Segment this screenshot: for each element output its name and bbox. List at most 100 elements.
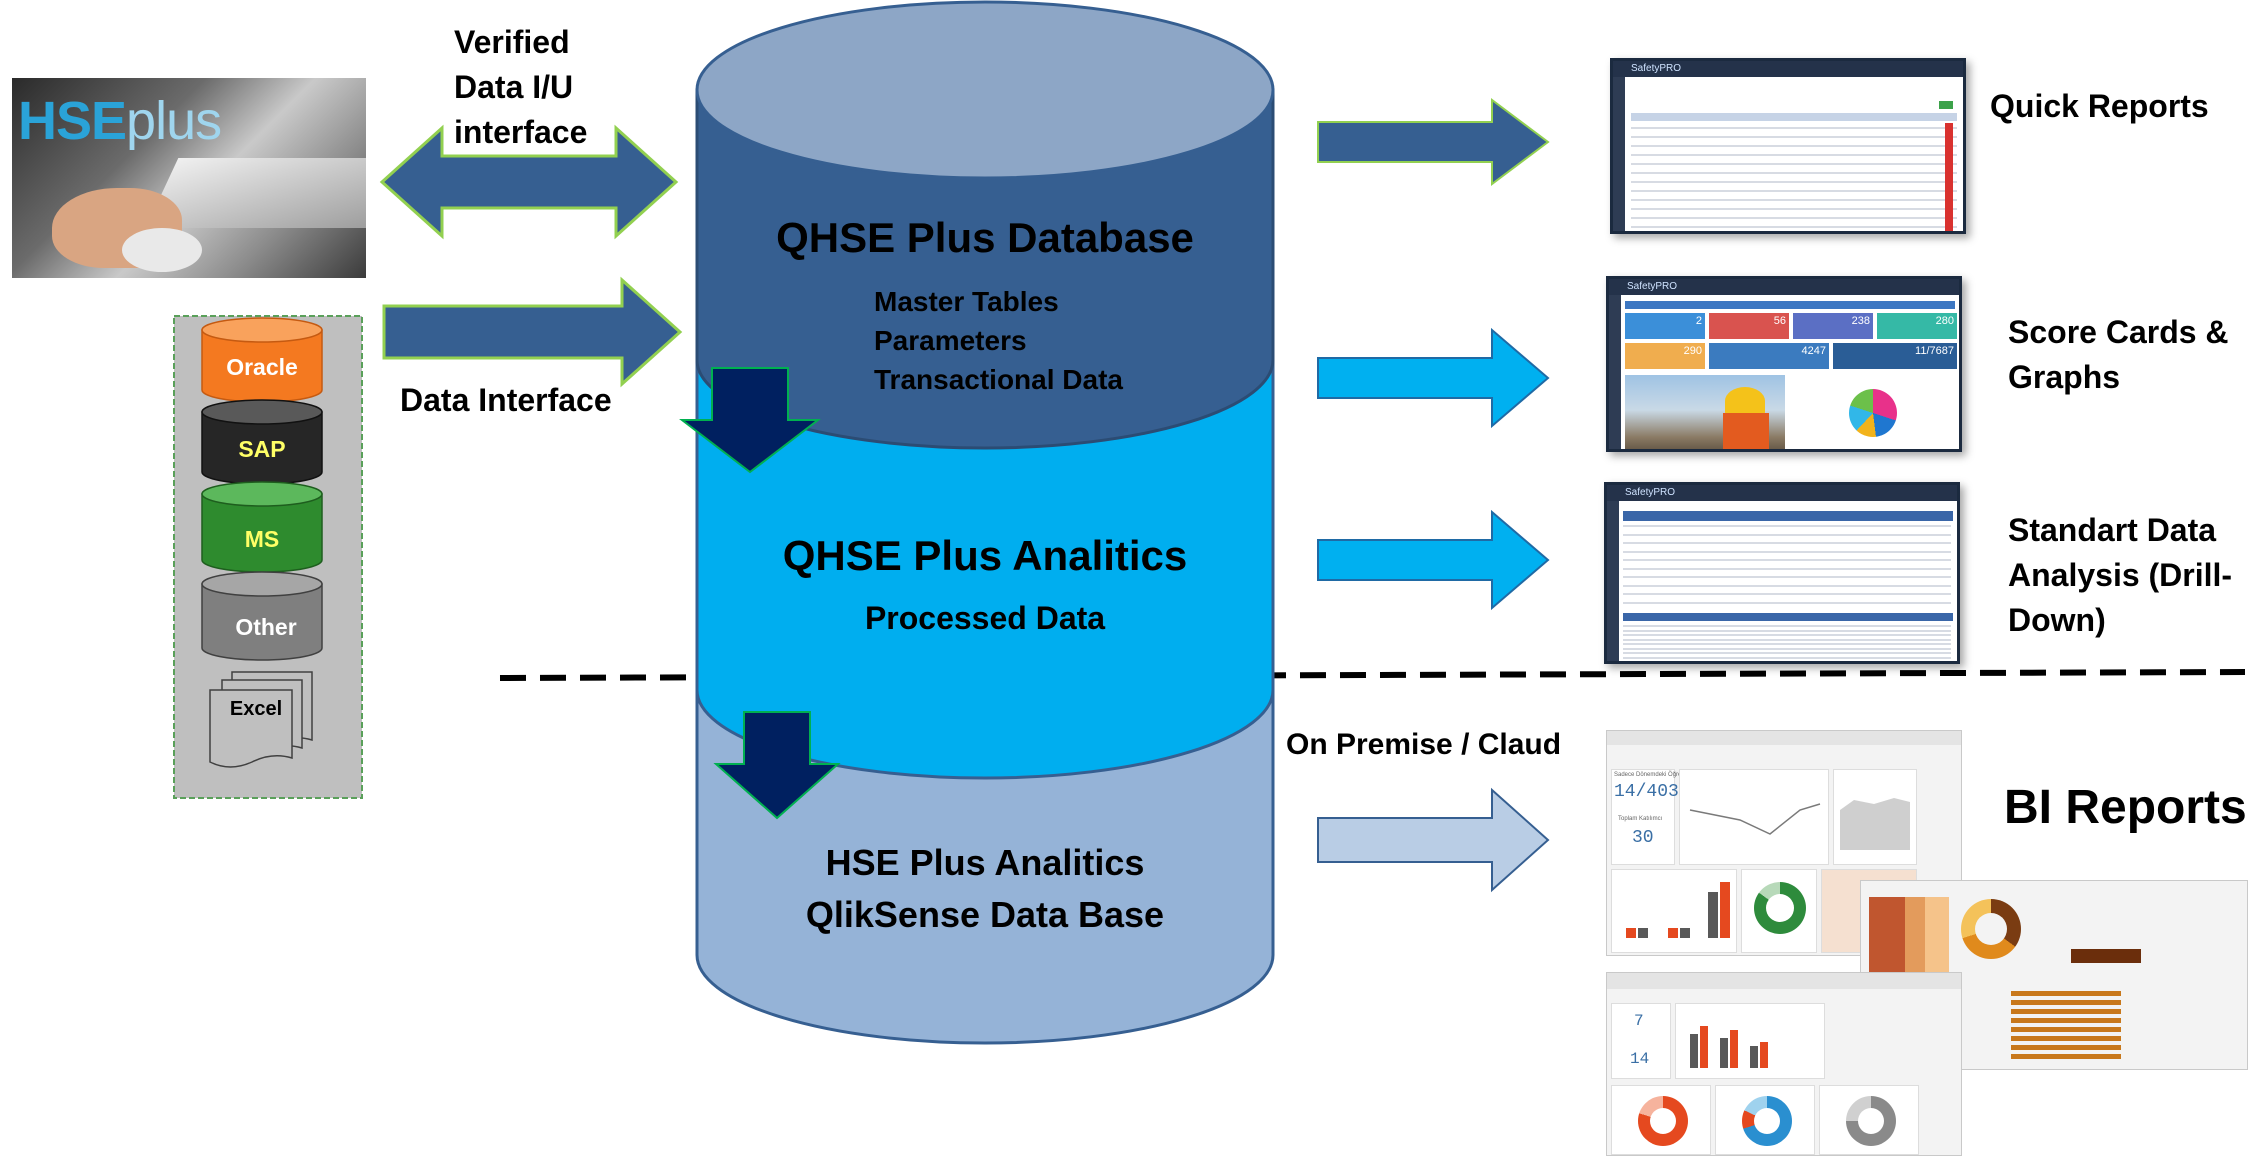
score-value-6: 4247 — [1801, 345, 1826, 357]
analysis-row — [1623, 584, 1951, 587]
analysis-row — [1623, 656, 1951, 659]
report-row — [1631, 217, 1957, 219]
sap-cylinder-shape — [201, 399, 323, 485]
bi-donut-gray-panel — [1819, 1085, 1919, 1155]
excel-label: Excel — [229, 698, 283, 720]
verified-label-line-1: Verified — [454, 24, 570, 60]
score-card-4: 280 — [1877, 313, 1957, 339]
bi-line-chart-icon — [1689, 803, 1821, 835]
score-value-7: 11/7687 — [1915, 345, 1954, 357]
bi-line-chart-panel — [1679, 769, 1829, 865]
bi-reports-arrow — [1317, 787, 1550, 893]
quick-reports-screenshot: SafetyPRO — [1610, 58, 1966, 234]
verified-label-line-3: interface — [454, 114, 588, 150]
bi-treemap-icon — [1869, 897, 1949, 981]
logo-hse: HSE — [18, 91, 127, 151]
app-brand: SafetyPRO — [1625, 487, 1676, 498]
grid-header-1 — [1623, 511, 1953, 521]
bi-area-chart-panel — [1833, 769, 1917, 865]
helmet-shape — [1725, 387, 1765, 415]
score-value-2: 56 — [1773, 315, 1786, 327]
score-card-2: 56 — [1709, 313, 1789, 339]
report-row — [1631, 226, 1957, 228]
vest-shape — [1723, 413, 1769, 449]
analysis-row — [1623, 638, 1951, 641]
delete-icon — [1945, 168, 1953, 177]
analysis-row — [1623, 661, 1951, 663]
report-row — [1631, 190, 1957, 192]
bi-bar-chart-panel — [1611, 869, 1737, 953]
data-interface-label: Data Interface — [400, 382, 612, 418]
standart-label-1: Standart Data — [2008, 512, 2217, 548]
app-sidebar — [1609, 295, 1621, 449]
app-header-bar: SafetyPRO — [1609, 279, 1959, 295]
bi-donut-blue-hole — [1754, 1108, 1780, 1134]
bi-toolbar-3 — [1607, 973, 1961, 989]
score-value-4: 280 — [1935, 315, 1954, 327]
bi-hbar-icon — [2071, 949, 2141, 963]
oracle-cylinder-shape — [201, 317, 323, 403]
score-title-bar — [1625, 301, 1955, 309]
standart-analysis-screenshot: SafetyPRO — [1604, 482, 1960, 664]
bi-donut-gray-hole — [1858, 1108, 1884, 1134]
analysis-row — [1623, 576, 1951, 578]
add-button-icon — [1939, 101, 1953, 109]
report-row — [1631, 172, 1957, 174]
bi-hbars-2 — [2011, 991, 2121, 1061]
analysis-row — [1623, 652, 1951, 654]
report-row — [1631, 127, 1957, 129]
bi-donut-orange-hole — [1650, 1108, 1676, 1134]
bi-bar-panel-3 — [1675, 1003, 1825, 1079]
standart-label-3: Down) — [2008, 602, 2106, 638]
on-premise-label: On Premise / Claud — [1286, 728, 1562, 761]
app-sidebar — [1607, 501, 1619, 661]
standart-analysis-arrow — [1317, 509, 1550, 611]
delete-icon — [1945, 186, 1953, 195]
pie-chart-icon — [1849, 389, 1897, 437]
score-cards-label-1: Score Cards & — [2008, 314, 2229, 350]
delete-icon — [1945, 195, 1953, 204]
hseplus-logo-photo: HSEplus — [12, 78, 366, 278]
database-item-master-tables: Master Tables — [874, 286, 1059, 317]
logo-plus: plus — [126, 91, 222, 151]
score-card-5: 290 — [1625, 343, 1705, 369]
delete-icon — [1945, 123, 1953, 132]
app-brand: SafetyPRO — [1627, 281, 1678, 292]
down-arrow-to-qliksense — [713, 711, 841, 820]
bi-kpi-panel: Sadece Dönemdeki Öğrenci 14/403 Toplam K… — [1611, 769, 1689, 865]
database-title: QHSE Plus Database — [776, 214, 1194, 261]
delete-icon — [1945, 150, 1953, 159]
bi-kpi-1-value: 14/403 — [1614, 782, 1679, 802]
bi-kpi-1-label: Sadece Dönemdeki Öğrenci — [1614, 772, 1690, 778]
score-value-1: 2 — [1695, 315, 1702, 327]
bi-donut-blue-panel — [1715, 1085, 1815, 1155]
down-arrow-to-analytics — [679, 367, 821, 474]
delete-icon — [1945, 222, 1953, 231]
report-row — [1631, 145, 1957, 147]
quick-reports-arrow — [1317, 98, 1550, 186]
app-sidebar — [1613, 77, 1625, 231]
app-brand: SafetyPRO — [1631, 63, 1682, 74]
score-card-1: 2 — [1625, 313, 1705, 339]
delete-icon — [1945, 213, 1953, 222]
analysis-row — [1623, 593, 1951, 595]
analysis-row — [1623, 647, 1951, 650]
report-row — [1631, 154, 1957, 156]
bi-donut-hole — [1766, 894, 1794, 922]
bi-kpi-4-value: 14 — [1630, 1050, 1650, 1068]
score-cards-arrow — [1317, 327, 1550, 429]
report-table-header — [1631, 113, 1957, 121]
app-header-bar: SafetyPRO — [1607, 485, 1957, 501]
verified-double-arrow — [379, 124, 679, 240]
analysis-row — [1623, 542, 1951, 544]
database-cylinder — [695, 0, 1275, 450]
bi-reports-label: BI Reports — [2004, 781, 2247, 834]
report-row — [1631, 136, 1957, 138]
score-card-7: 11/7687 — [1833, 343, 1957, 369]
report-row — [1631, 199, 1957, 201]
analysis-row — [1623, 643, 1951, 645]
score-cards-label-2: Graphs — [2008, 359, 2121, 395]
ms-cylinder-shape — [201, 481, 323, 573]
data-interface-arrow — [382, 276, 683, 388]
analysis-row — [1623, 525, 1951, 527]
